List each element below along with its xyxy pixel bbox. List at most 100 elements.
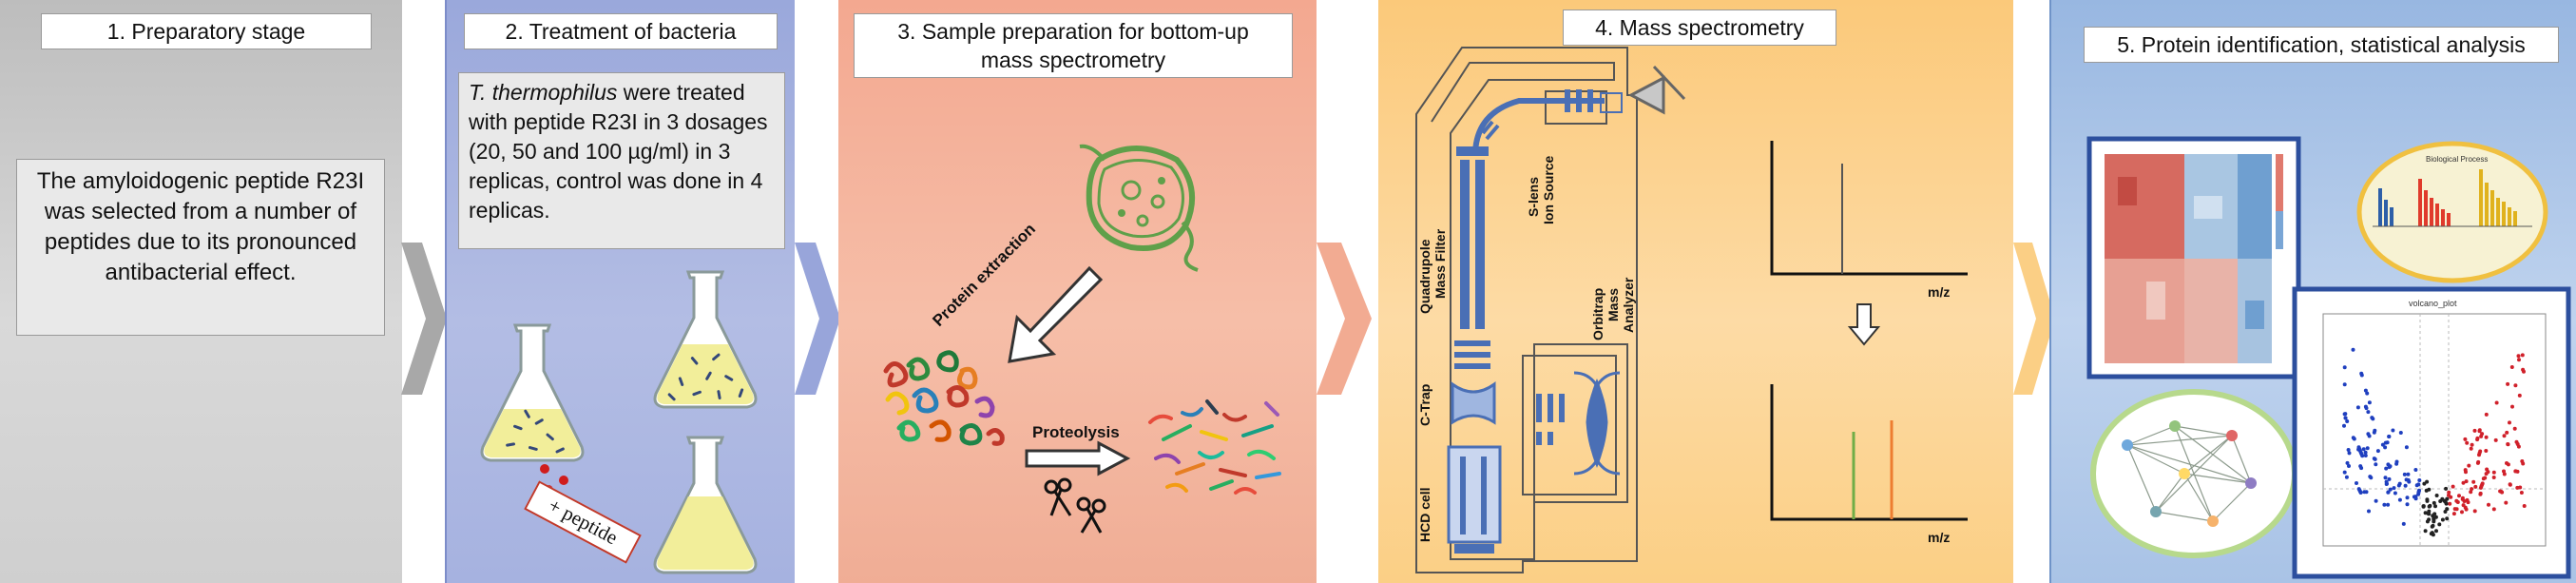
volcano-point [2494, 400, 2499, 405]
volcano-point [2355, 481, 2358, 485]
volcano-point [2373, 428, 2377, 433]
svg-text:Mass Filter: Mass Filter [1432, 228, 1448, 299]
volcano-point [2385, 440, 2390, 445]
volcano-point [2387, 476, 2392, 481]
stage-4-panel: 4. Mass spectrometry [1378, 0, 2013, 583]
volcano-point [2502, 469, 2506, 474]
volcano-point [2445, 516, 2450, 521]
extraction-arrow [1008, 265, 1104, 363]
volcano-point [2517, 358, 2521, 362]
svg-text:C-Trap: C-Trap [1417, 384, 1432, 426]
stage-1-description: The amyloidogenic peptide R23I was selec… [16, 159, 385, 336]
volcano-plot-thumbnail: volcano_plot [2292, 286, 2571, 579]
volcano-point [2425, 498, 2430, 503]
volcano-point [2382, 502, 2387, 507]
stage-1-title: 1. Preparatory stage [41, 13, 372, 49]
svg-text:Ion Source: Ion Source [1541, 155, 1556, 224]
svg-text:m/z: m/z [1928, 284, 1950, 300]
volcano-point [2471, 479, 2476, 484]
volcano-point [2518, 485, 2523, 490]
volcano-point [2342, 412, 2347, 417]
volcano-point [2427, 512, 2432, 516]
volcano-point [2433, 504, 2437, 509]
volcano-point [2447, 493, 2451, 497]
volcano-point [2387, 435, 2392, 438]
volcano-point [2345, 460, 2350, 465]
volcano-point [2472, 428, 2477, 433]
volcano-point [2465, 440, 2470, 445]
volcano-point [2513, 383, 2518, 388]
volcano-point [2361, 447, 2366, 452]
volcano-point [2505, 430, 2509, 435]
volcano-point [2451, 512, 2456, 516]
down-arrow-icon [1847, 303, 1881, 346]
protein-network-thumbnail [2090, 389, 2297, 558]
volcano-point [2484, 435, 2489, 439]
volcano-point [2434, 529, 2438, 534]
stage-3-panel: 3. Sample preparation for bottom-up mass… [838, 0, 1317, 583]
volcano-point [2434, 494, 2439, 497]
volcano-point [2406, 472, 2411, 476]
volcano-point [2363, 454, 2368, 457]
volcano-point [2398, 431, 2403, 435]
volcano-point [2375, 449, 2380, 454]
volcano-point [2417, 478, 2422, 482]
volcano-point [2437, 522, 2442, 527]
volcano-point [2342, 423, 2346, 428]
svg-text:Biological Process: Biological Process [2426, 155, 2488, 164]
stage-1-panel: 1. Preparatory stage The amyloidogenic p… [0, 0, 402, 583]
scissors-icon [1044, 477, 1106, 534]
volcano-point [2508, 482, 2512, 487]
volcano-point [2445, 507, 2450, 512]
volcano-point [2342, 365, 2347, 370]
volcano-point [2440, 496, 2445, 501]
volcano-point [2423, 529, 2428, 534]
treatment-text: were treated with peptide R23I in 3 dosa… [469, 80, 768, 223]
svg-text:Quadrupole: Quadrupole [1417, 239, 1432, 314]
volcano-point [2421, 504, 2426, 509]
volcano-point [2359, 466, 2364, 471]
heatmap-thumbnail [2086, 136, 2301, 379]
volcano-point [2393, 491, 2397, 496]
volcano-point [2506, 442, 2510, 447]
volcano-point [2373, 457, 2377, 461]
volcano-point [2416, 489, 2421, 494]
peptides-icon [1148, 399, 1281, 495]
volcano-point [2487, 502, 2490, 507]
volcano-point [2360, 454, 2365, 458]
volcano-point [2432, 512, 2437, 516]
volcano-point [2522, 504, 2527, 508]
volcano-point [2374, 462, 2378, 467]
volcano-point [2367, 434, 2372, 438]
volcano-point [2461, 480, 2466, 485]
volcano-point [2521, 461, 2526, 466]
svg-text:S-lens: S-lens [1526, 177, 1541, 217]
volcano-point [2364, 406, 2369, 411]
volcano-point [2367, 509, 2371, 514]
volcano-point [2478, 449, 2483, 454]
stage-5-title: 5. Protein identification, statistical a… [2084, 27, 2559, 63]
volcano-point [2366, 410, 2371, 415]
volcano-point [2476, 459, 2481, 464]
volcano-point [2469, 446, 2473, 451]
volcano-point [2413, 468, 2418, 472]
volcano-point [2467, 463, 2471, 468]
volcano-point [2355, 405, 2360, 410]
volcano-point [2432, 500, 2436, 505]
volcano-point [2447, 490, 2451, 495]
volcano-point [2397, 481, 2402, 486]
volcano-point [2346, 448, 2351, 452]
volcano-point [2347, 451, 2352, 456]
volcano-point [2480, 432, 2485, 437]
volcano-point [2464, 470, 2468, 475]
volcano-point [2461, 503, 2466, 508]
volcano-point [2475, 436, 2480, 440]
volcano-point [2473, 484, 2478, 489]
svg-text:Protein extraction: Protein extraction [929, 220, 1039, 330]
folded-proteins-icon [883, 350, 1005, 446]
svg-text:Orbitrap: Orbitrap [1590, 288, 1605, 340]
volcano-point [2484, 449, 2489, 453]
flask-treated-top [653, 270, 758, 409]
ms1-spectrum: m/z [1770, 141, 1968, 300]
volcano-point [2406, 477, 2411, 482]
